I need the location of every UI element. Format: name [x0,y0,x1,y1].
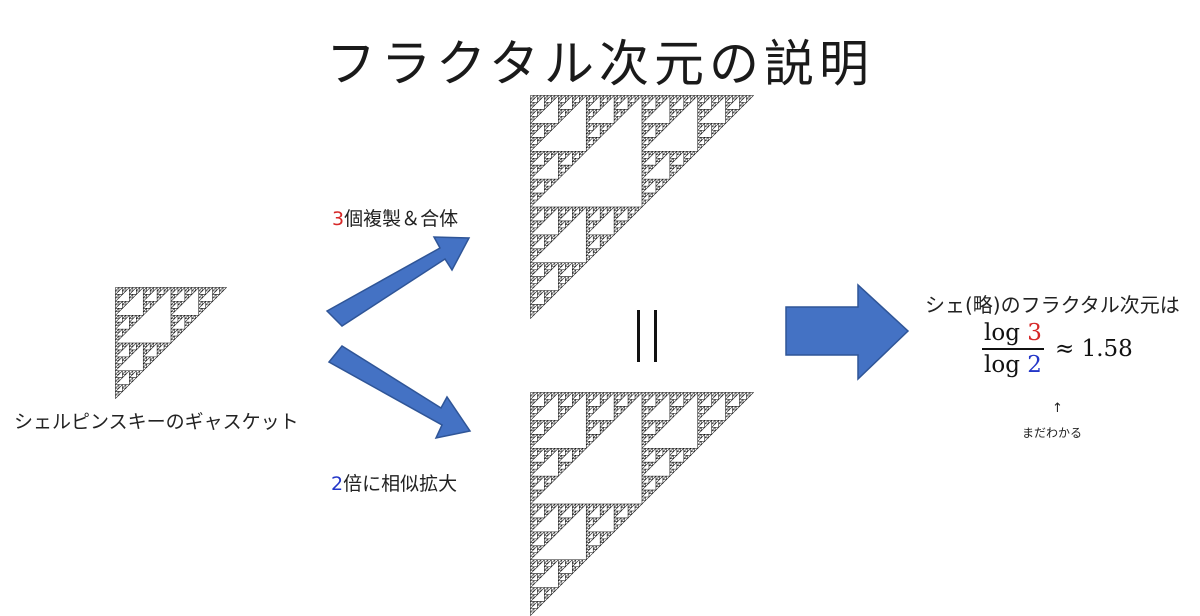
page-title: フラクタル次元の説明 [326,35,874,93]
big-right-arrow [785,283,910,381]
scale-text: 倍に相似拡大 [343,473,458,495]
numerator-value: 3 [1027,320,1042,346]
copy-count: 3 [332,208,345,230]
upper-diagonal-arrow [325,236,471,327]
approx-value: ≈ 1.58 [1054,336,1133,362]
lower-diagonal-arrow [327,345,472,440]
copy-text: 個複製＆合体 [344,208,459,230]
scale-factor: 2 [331,473,344,495]
denominator: log 2 [984,352,1042,378]
log-fraction: log 3 log 2 [982,320,1044,378]
lower-arrow-label: 2倍に相似拡大 [331,469,457,496]
equals-sign [637,310,659,362]
lower-large-sierpinski-gasket [530,392,754,616]
up-arrow-icon: ↑ [1052,401,1063,416]
note-text: まだわかる [1022,426,1083,440]
denominator-value: 2 [1027,352,1042,378]
upper-large-sierpinski-gasket [530,95,754,319]
gasket-caption: シェルピンスキーのギャスケット [14,411,299,433]
small-sierpinski-gasket [115,287,227,399]
dimension-formula: log 3 log 2 ≈ 1.58 [982,320,1133,378]
dimension-statement: シェ(略)のフラクタル次元は [925,293,1180,317]
upper-arrow-label: 3個複製＆合体 [332,204,458,231]
numerator: log 3 [982,320,1044,350]
